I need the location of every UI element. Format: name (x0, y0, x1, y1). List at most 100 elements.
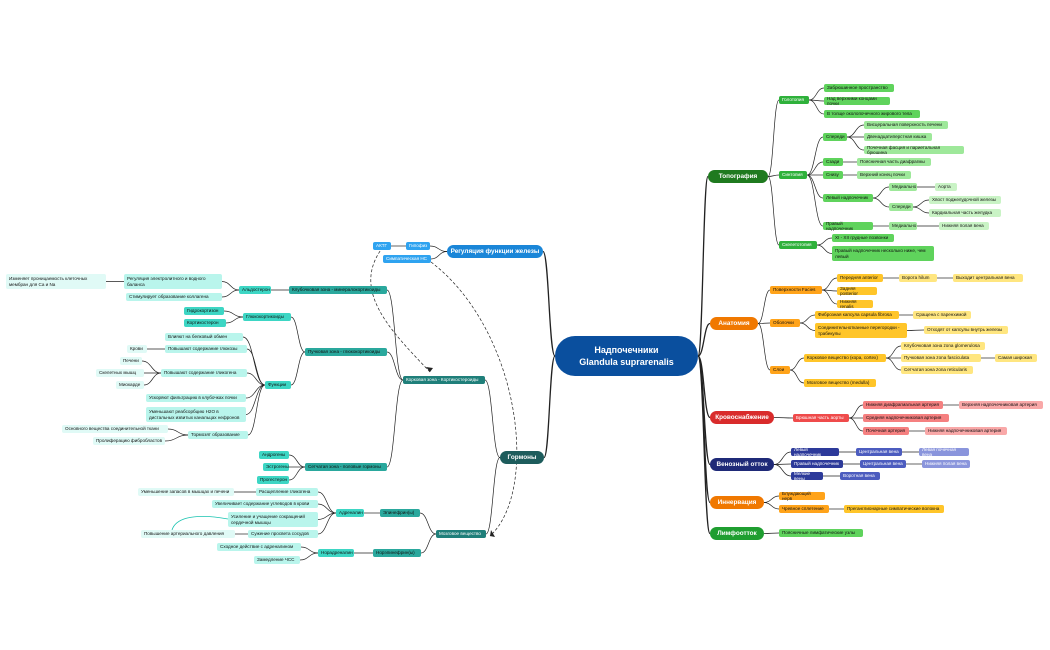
topo-holotopy-item-3[interactable]: В толще околопочечного жирового тела (824, 110, 920, 118)
inn-celiac-desc[interactable]: Преганглионарные симпатические волокна (844, 505, 944, 513)
topo-left-gland[interactable]: Левый надпочечник (823, 194, 873, 202)
horm-glomerular[interactable]: Клубочковая зона - минералокортикоиды (289, 286, 387, 294)
topo-back-item[interactable]: Поясничная часть диафрагмы (857, 158, 931, 166)
anat-anterior[interactable]: Передняя anterior (837, 274, 883, 282)
root-node[interactable]: Надпочечники Glandula suprarenalis (555, 336, 698, 376)
reg-acth[interactable]: АКТГ (373, 242, 391, 250)
horm-androgens[interactable]: Андрогены (259, 451, 289, 459)
topo-holotopy[interactable]: Голотопия (779, 96, 809, 104)
topo-right-medial[interactable]: Медиально (889, 222, 917, 230)
branch-lymph[interactable]: Лимфоотток (710, 527, 764, 540)
inn-celiac[interactable]: Чревное сплетение (779, 505, 829, 513)
topo-holotopy-item-2[interactable]: Над верхними концами почки (824, 96, 890, 106)
ven-right-central[interactable]: Центральная вена (860, 460, 906, 468)
topo-below[interactable]: Снизу (823, 171, 843, 179)
blood-middle[interactable]: Средняя надпочечниковая артерия (863, 414, 949, 422)
topo-pancreas-tail[interactable]: Хвост поджелудочной железы (929, 196, 1001, 204)
topo-holotopy-item-1[interactable]: Забрюшинное пространство (824, 84, 894, 92)
horm-h2o[interactable]: Уменьшают реабсорбцию H2O в дистальных и… (146, 407, 246, 422)
reg-pituitary[interactable]: Гипофиз (406, 242, 430, 250)
horm-filtration[interactable]: Ускоряют фильтрацию в клубочках почки (146, 394, 246, 402)
horm-reticular[interactable]: Сетчатая зона - половые гормоны (305, 463, 387, 471)
horm-bp[interactable]: Повышение артериального давления (141, 530, 235, 538)
horm-adr-item-4[interactable]: Сужение просвета сосудов (248, 530, 318, 538)
topo-front-item-1[interactable]: Висцеральная поверхность печени (864, 121, 948, 129)
horm-aldo-item-1[interactable]: Регуляция электролитного и водного балан… (124, 274, 222, 289)
horm-glycogen-loss[interactable]: Уменьшение запасов в мышцах и печени (138, 488, 234, 496)
branch-hormones[interactable]: Гормоны (500, 451, 544, 464)
topo-skel-item-1[interactable]: XI - XII грудные позвонки (832, 234, 894, 242)
ven-left[interactable]: Левый надпочечник (791, 447, 839, 457)
branch-topography[interactable]: Топография (708, 170, 768, 183)
ven-right[interactable]: Правый надпочечник (791, 460, 843, 468)
horm-glycogen-myocardium[interactable]: Миокарде (116, 381, 144, 389)
topo-front[interactable]: Спереди (823, 133, 847, 141)
horm-progesterone[interactable]: Прогестерон (257, 476, 289, 484)
topo-ivc[interactable]: Нижняя полая вена (939, 222, 989, 230)
anat-central-vein[interactable]: Выходит центральная вена (953, 274, 1023, 282)
branch-anatomy[interactable]: Анатомия (710, 317, 758, 330)
horm-aldosterone[interactable]: Альдостерон (239, 286, 271, 294)
horm-inhibit[interactable]: Тормозят образование (188, 431, 248, 439)
ven-right-target[interactable]: Нижняя полая вена (922, 460, 970, 468)
horm-epinephrine[interactable]: Эпинефрин(ы) (380, 509, 420, 517)
topo-right-gland[interactable]: Правый надпочечник (823, 221, 873, 231)
ven-portal[interactable]: Воротная вена (840, 472, 880, 480)
blood-phrenic[interactable]: Нижняя диафрагмальная артерия (863, 401, 943, 409)
horm-fascicular[interactable]: Пучковая зона - глюкокортикоиды (305, 348, 387, 356)
topo-aorta[interactable]: Аорта (935, 183, 957, 191)
ven-small[interactable]: Мелкие вены (791, 471, 823, 481)
anat-septa-desc[interactable]: Отходят от капсулы внутрь железы (924, 326, 1008, 334)
horm-medulla[interactable]: Мозговое вещество (436, 530, 486, 538)
topo-stomach[interactable]: Кардиальная часть желудка (929, 209, 1001, 217)
anat-capsules[interactable]: Оболочки (770, 319, 800, 327)
horm-blood-glucose[interactable]: Повышают содержание глюкозы (165, 345, 247, 353)
horm-glycogen-muscle[interactable]: Скелетных мышц (96, 369, 144, 377)
horm-aldo-effect[interactable]: Изменяет проницаемость клеточных мембран… (6, 274, 106, 289)
horm-gluco[interactable]: Глюкокортикоиды (243, 313, 291, 321)
horm-nor-item-2[interactable]: Замедление ЧСС (254, 556, 300, 564)
anat-surfaces[interactable]: Поверхности Facies (770, 286, 822, 294)
horm-norepinephrine[interactable]: Норэпинефрин(ы) (373, 549, 421, 557)
blood-renal[interactable]: Почечная артерия (863, 427, 909, 435)
blood-superior[interactable]: Верхняя надпочечниковая артерия (959, 401, 1043, 409)
anat-renalis[interactable]: Нижняя renalis (837, 299, 873, 309)
horm-nor-item-1[interactable]: Сходное действие с адреналином (217, 543, 301, 551)
lymph-nodes[interactable]: Поясничные лимфатические узлы (779, 529, 863, 537)
horm-inhibit-2[interactable]: Пролиферацию фибробластов (93, 437, 165, 445)
topo-skel-item-2[interactable]: Правый надпочечник несколько ниже, чем л… (832, 246, 934, 261)
ven-left-target[interactable]: Левая почечная вена (919, 447, 969, 457)
horm-estrogens[interactable]: Эстрогены (263, 463, 289, 471)
horm-protein[interactable]: Влияют на белковый обмен (165, 333, 243, 341)
blood-inferior[interactable]: Нижняя надпочечниковая артерия (925, 427, 1007, 435)
horm-corticosterone[interactable]: Кортикостерон (184, 319, 226, 327)
branch-regulation[interactable]: Регуляция функции железы (447, 245, 543, 258)
anat-hilum[interactable]: Ворота hilum (899, 274, 937, 282)
horm-adr-item-3[interactable]: Усиление и учащение сокращений сердечной… (228, 512, 318, 527)
anat-septa[interactable]: Соединительнотканные перегородки - трабе… (815, 323, 907, 338)
anat-fibrous[interactable]: Фиброзная капсула capsula fibrosa (815, 311, 899, 319)
horm-adr-item-2[interactable]: Увеличивает содержание углеводов в крови (212, 500, 318, 508)
topo-left-medial[interactable]: Медиально (889, 183, 917, 191)
topo-front-item-2[interactable]: Двенадцатиперстная кишка (864, 133, 932, 141)
ven-left-central[interactable]: Центральная вена (856, 448, 902, 456)
horm-functions[interactable]: Функции (265, 381, 291, 389)
horm-blood[interactable]: Крови (127, 345, 147, 353)
horm-adr-item-1[interactable]: Расщепление гликогена (256, 488, 318, 496)
anat-fused[interactable]: Сращена с паренхимой (913, 311, 971, 319)
anat-layers[interactable]: Слои (770, 366, 790, 374)
blood-trunk[interactable]: Брюшная часть аорты (793, 414, 849, 422)
anat-reticular[interactable]: Сетчатая зона zona reticularis (901, 366, 973, 374)
branch-venous[interactable]: Венозный отток (710, 458, 774, 471)
reg-symp[interactable]: Симпатическая НС (383, 255, 431, 263)
anat-fascicular[interactable]: Пучковая зона zona fasciculata (901, 354, 981, 362)
topo-front-item-3[interactable]: Почечная фасция и париетальная брюшина (864, 145, 964, 155)
horm-inhibit-1[interactable]: Основного вещества соединительной ткани (62, 425, 168, 433)
anat-cortex[interactable]: Корковое вещество (корa, cortex) (804, 354, 886, 362)
horm-glycogen[interactable]: Повышают содержание гликогена (161, 369, 247, 377)
inn-vagus[interactable]: Блуждающий нерв (779, 491, 825, 501)
horm-adrenaline[interactable]: Адреналин (336, 509, 364, 517)
anat-glomerular[interactable]: Клубочковая зона zona glomerulosa (901, 342, 985, 350)
branch-blood-supply[interactable]: Кровоснабжение (710, 411, 774, 424)
topo-skeletotopy[interactable]: Скелетотопия (779, 241, 817, 249)
